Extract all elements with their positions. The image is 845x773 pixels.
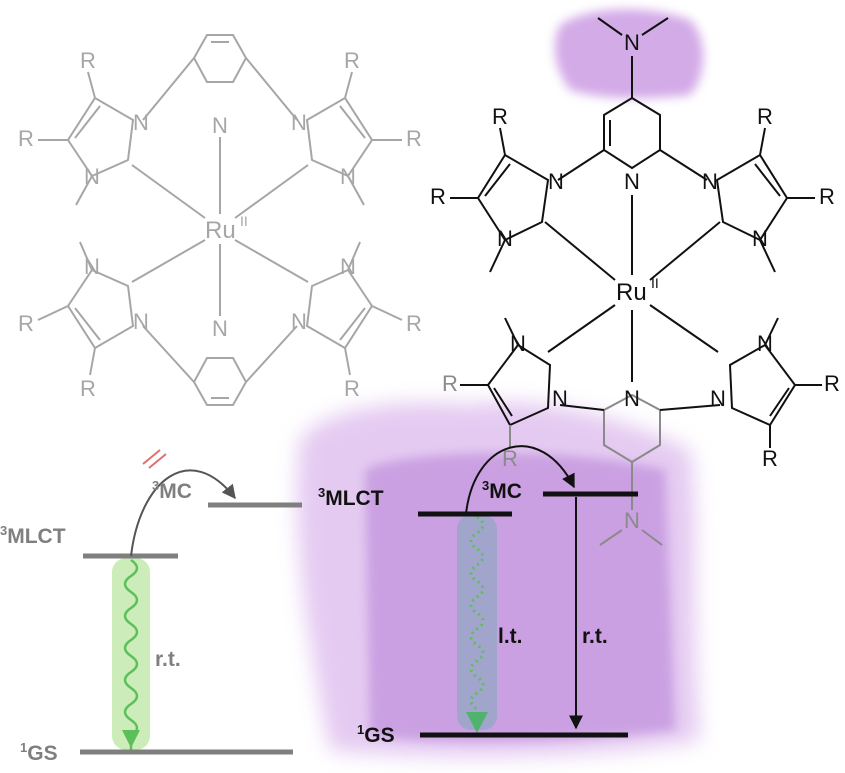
atom-label: R <box>18 126 34 151</box>
atom-label: N <box>752 226 768 251</box>
mc-label: 3MC <box>482 478 522 503</box>
atom-label: R <box>502 446 518 471</box>
mlct-label: 3MLCT <box>0 523 66 548</box>
atom-label: N <box>497 226 513 251</box>
gs-label: 1GS <box>357 722 395 747</box>
atom-label: N <box>702 169 718 194</box>
emission-arrow <box>123 558 139 750</box>
left-energy-diagram: 3MLCT 3MC 1GS r.t. <box>0 449 302 765</box>
blocked-mark <box>142 449 161 465</box>
atom-label: R <box>824 371 840 396</box>
atom-label: N <box>291 110 307 135</box>
atom-label: N <box>510 331 526 356</box>
emission-arrow <box>469 515 485 723</box>
decay-label: r.t. <box>582 625 608 648</box>
atom-label: R <box>430 184 446 209</box>
atom-label: R <box>18 311 34 336</box>
left-molecule <box>37 34 403 406</box>
atom-label: N <box>212 316 228 341</box>
atom-label: N <box>552 386 568 411</box>
atom-label: N <box>624 508 640 533</box>
left-molecule-labels: R R R R N N N N N N N N N N R R R R Ru I… <box>18 48 422 401</box>
atom-label: R <box>762 446 778 471</box>
atom-label: N <box>757 331 773 356</box>
right-energy-diagram: 3MLCT 3MC 1GS l.t. r.t. <box>318 445 638 747</box>
emission-glow <box>457 515 497 730</box>
atom-label: N <box>212 113 228 138</box>
emission-arrowhead <box>466 712 488 733</box>
atom-label: N <box>340 254 356 279</box>
oxidation-state: II <box>651 275 659 291</box>
transfer-arrow <box>465 445 575 515</box>
atom-label: R <box>492 104 508 129</box>
oxidation-state: II <box>240 213 248 229</box>
atom-label: N <box>84 164 100 189</box>
transfer-arrow <box>130 469 236 557</box>
gs-label: 1GS <box>20 740 58 765</box>
atom-label: N <box>84 254 100 279</box>
atom-label: R <box>406 311 422 336</box>
atom-label: R <box>344 48 360 73</box>
metal-symbol: Ru <box>616 279 647 306</box>
metal-symbol: Ru <box>205 217 236 244</box>
atom-label: R <box>757 104 773 129</box>
mlct-label: 3MLCT <box>318 485 384 510</box>
purple-glow-top <box>554 9 704 99</box>
right-molecule <box>450 17 822 546</box>
purple-glow-right <box>297 402 700 757</box>
atom-label: R <box>344 376 360 401</box>
atom-label: N <box>710 386 726 411</box>
atom-label: R <box>406 126 422 151</box>
emission-label: l.t. <box>498 625 523 648</box>
atom-label: R <box>80 48 96 73</box>
atom-label: N <box>133 110 149 135</box>
atom-label: R <box>442 371 458 396</box>
emission-glow <box>112 558 150 750</box>
atom-label: N <box>624 30 640 55</box>
blocked-mark <box>148 453 167 469</box>
atom-label: N <box>133 309 149 334</box>
atom-label: R <box>80 376 96 401</box>
atom-label: N <box>624 169 640 194</box>
atom-label: N <box>624 386 640 411</box>
atom-label: R <box>819 184 835 209</box>
emission-arrowhead <box>122 730 140 748</box>
atom-label: N <box>340 164 356 189</box>
atom-label: N <box>291 309 307 334</box>
mc-label: 3MC <box>152 478 192 503</box>
emission-label: r.t. <box>155 648 181 671</box>
right-molecule-labels: N R R R R N N N N N N N N N N R R R R N … <box>430 30 840 533</box>
atom-label: N <box>548 169 564 194</box>
